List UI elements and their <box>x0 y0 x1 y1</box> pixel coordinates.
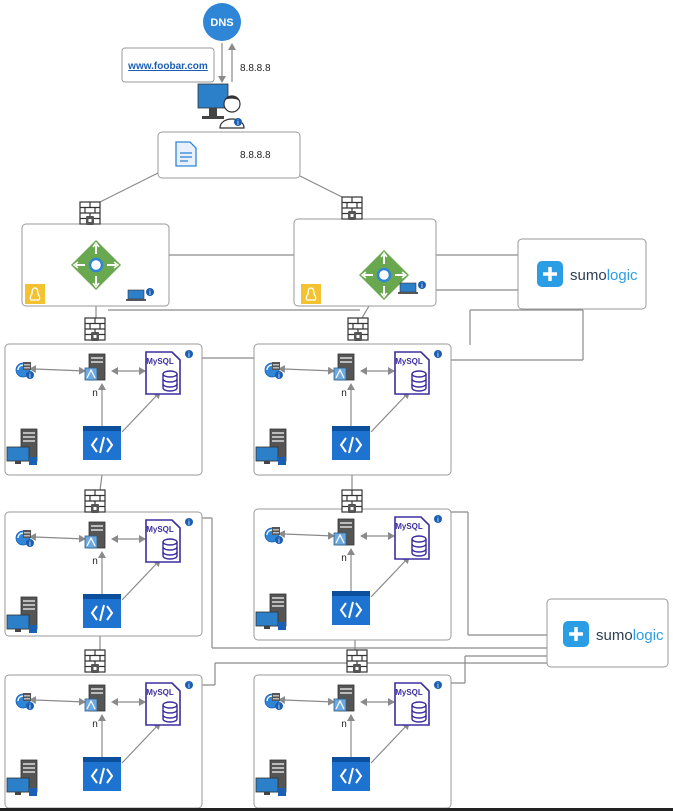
firewall-icon <box>347 317 369 342</box>
user-workstation-icon <box>197 83 245 129</box>
replica-count-label: n <box>341 719 347 730</box>
firewall-icon <box>84 317 106 342</box>
app-cluster: n MySQL <box>4 317 203 476</box>
sumologic-label-prefix: sumo <box>570 267 607 284</box>
app-cluster: n MySQL <box>253 649 452 809</box>
firewall-icon <box>84 649 106 674</box>
ip-label-top: 8.8.8.8 <box>240 63 271 74</box>
flow-arrow <box>370 556 410 598</box>
flow-arrow <box>29 365 86 375</box>
replica-count-label: n <box>341 388 347 399</box>
app-cluster: n MySQL <box>4 649 203 809</box>
linux-icon <box>300 283 322 305</box>
mysql-label: MySQL <box>395 522 423 531</box>
application-code-icon <box>331 756 371 792</box>
flow-arrow <box>370 722 410 764</box>
firewall-icon <box>341 196 363 221</box>
svg-text:sumologic: sumologic <box>596 627 664 644</box>
application-code-icon <box>82 756 122 792</box>
flow-arrow <box>278 530 335 540</box>
mysql-label: MySQL <box>395 357 423 366</box>
replica-count-label: n <box>92 556 98 567</box>
application-code-icon <box>82 425 122 461</box>
document-icon <box>175 141 197 167</box>
application-code-icon <box>82 593 122 629</box>
mysql-label: MySQL <box>146 357 174 366</box>
firewall-icon <box>79 201 101 226</box>
flow-arrow <box>29 696 86 706</box>
flow-arrow <box>29 533 86 543</box>
sumologic-label-suffix: logic <box>607 267 638 284</box>
firewall-icon <box>341 489 363 514</box>
linux-icon <box>24 283 46 305</box>
app-cluster: n MySQL <box>253 489 452 641</box>
firewall-icon <box>346 649 368 674</box>
sumologic-box-bottom: sumologic <box>546 598 669 668</box>
flow-arrow <box>278 696 335 706</box>
flow-arrow <box>121 391 161 433</box>
mysql-label: MySQL <box>395 688 423 697</box>
ip-label-middle: 8.8.8.8 <box>240 150 271 161</box>
flow-arrow <box>121 559 161 601</box>
replica-count-label: n <box>92 719 98 730</box>
replica-count-label: n <box>341 553 347 564</box>
sumologic-box-top: sumologic <box>517 238 647 310</box>
bottom-border <box>0 808 673 811</box>
website-link[interactable]: www.foobar.com <box>127 61 208 72</box>
svg-text:sumologic: sumologic <box>570 267 638 284</box>
flow-arrow <box>370 391 410 433</box>
dns-icon: DNS <box>203 3 241 41</box>
mysql-label: MySQL <box>146 525 174 534</box>
app-cluster: n MySQL <box>4 489 203 637</box>
sumologic-label-suffix: logic <box>633 627 664 644</box>
mysql-label: MySQL <box>146 688 174 697</box>
sumologic-label-prefix: sumo <box>596 627 633 644</box>
app-cluster: n MySQL <box>253 317 452 476</box>
application-code-icon <box>331 425 371 461</box>
application-code-icon <box>331 590 371 626</box>
website-box[interactable]: www.foobar.com <box>121 47 215 83</box>
firewall-icon <box>84 489 106 514</box>
flow-arrow <box>121 722 161 764</box>
replica-count-label: n <box>92 388 98 399</box>
flow-arrow <box>278 365 335 375</box>
dns-label: DNS <box>210 17 233 29</box>
